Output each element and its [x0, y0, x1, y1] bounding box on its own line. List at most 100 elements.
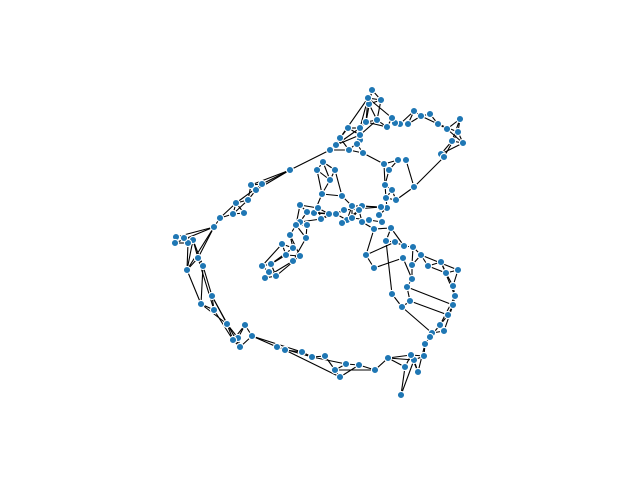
graph-node	[376, 95, 386, 105]
graph-edge	[186, 242, 189, 271]
graph-node	[295, 200, 305, 210]
node-layer	[170, 85, 468, 400]
graph-edge	[439, 295, 456, 326]
graph-edge	[413, 156, 445, 188]
graph-node	[243, 195, 253, 205]
graph-node	[331, 209, 341, 219]
graph-node	[325, 175, 335, 185]
graph-node	[257, 179, 267, 189]
graph-node	[408, 242, 418, 252]
graph-node	[260, 273, 270, 283]
graph-node	[320, 351, 330, 361]
graph-edge	[289, 149, 331, 171]
graph-node	[455, 114, 465, 124]
graph-node	[280, 345, 290, 355]
graph-node	[374, 210, 384, 220]
graph-edge	[202, 265, 213, 297]
graph-node	[257, 261, 267, 271]
graph-node	[416, 250, 426, 260]
graph-node	[355, 123, 365, 133]
graph-node	[231, 198, 241, 208]
graph-node	[317, 189, 327, 199]
graph-node	[361, 117, 371, 127]
graph-node	[369, 224, 379, 234]
graph-node	[448, 300, 458, 310]
graph-node	[301, 233, 311, 243]
graph-node	[390, 237, 400, 247]
graph-edge	[365, 241, 396, 256]
edge-layer	[174, 89, 464, 396]
graph-node	[295, 251, 305, 261]
graph-node	[247, 331, 257, 341]
graph-edge	[405, 159, 415, 188]
graph-node	[307, 352, 317, 362]
graph-node	[433, 119, 443, 129]
graph-node	[331, 140, 341, 150]
graph-node	[312, 165, 322, 175]
graph-node	[196, 299, 206, 309]
graph-node	[330, 365, 340, 375]
graph-node	[458, 138, 468, 148]
graph-node	[450, 291, 460, 301]
graph-node	[288, 256, 298, 266]
graph-node	[383, 353, 393, 363]
graph-node	[297, 347, 307, 357]
graph-node	[386, 223, 396, 233]
graph-node	[209, 222, 219, 232]
graph-node	[387, 113, 397, 123]
graph-node	[399, 241, 409, 251]
graph-node	[318, 157, 328, 167]
graph-node	[369, 263, 379, 273]
graph-node	[337, 218, 347, 228]
graph-node	[380, 180, 390, 190]
graph-node	[448, 281, 458, 291]
graph-node	[302, 207, 312, 217]
graph-node	[313, 203, 323, 213]
graph-node	[425, 332, 435, 342]
graph-node	[436, 257, 446, 267]
graph-node	[453, 265, 463, 275]
graph-edge	[186, 239, 194, 271]
graph-node	[337, 191, 347, 201]
graph-edge	[339, 97, 369, 139]
graph-node	[264, 267, 274, 277]
graph-edge	[400, 366, 406, 396]
graph-node	[228, 335, 238, 345]
graph-edge	[261, 243, 283, 267]
graph-node	[401, 155, 411, 165]
graph-node	[354, 205, 364, 215]
graph-node	[416, 111, 426, 121]
graph-node	[425, 109, 435, 119]
graph-edge	[365, 228, 375, 256]
graph-node	[215, 213, 225, 223]
graph-node	[367, 85, 377, 95]
graph-node	[235, 342, 245, 352]
graph-node	[207, 291, 217, 301]
graph-node	[198, 261, 208, 271]
graph-edge	[401, 306, 433, 334]
graph-edge	[311, 356, 347, 365]
graph-node	[316, 214, 326, 224]
graph-node	[419, 351, 429, 361]
graph-node	[381, 236, 391, 246]
graph-node	[335, 372, 345, 382]
graph-node	[406, 350, 416, 360]
graph-node	[377, 217, 387, 227]
graph-node	[182, 265, 192, 275]
graph-node	[339, 205, 349, 215]
graph-node	[398, 253, 408, 263]
graph-node	[170, 238, 180, 248]
graph-node	[423, 261, 433, 271]
graph-node	[357, 217, 367, 227]
graph-node	[453, 127, 463, 137]
graph-node	[358, 148, 368, 158]
graph-node	[344, 145, 354, 155]
graph-node	[347, 213, 357, 223]
graph-node	[266, 259, 276, 269]
graph-node	[285, 165, 295, 175]
graph-node	[325, 145, 335, 155]
graph-edge	[284, 349, 341, 378]
graph-node	[381, 193, 391, 203]
graph-node	[281, 250, 291, 260]
graph-node	[442, 124, 452, 134]
